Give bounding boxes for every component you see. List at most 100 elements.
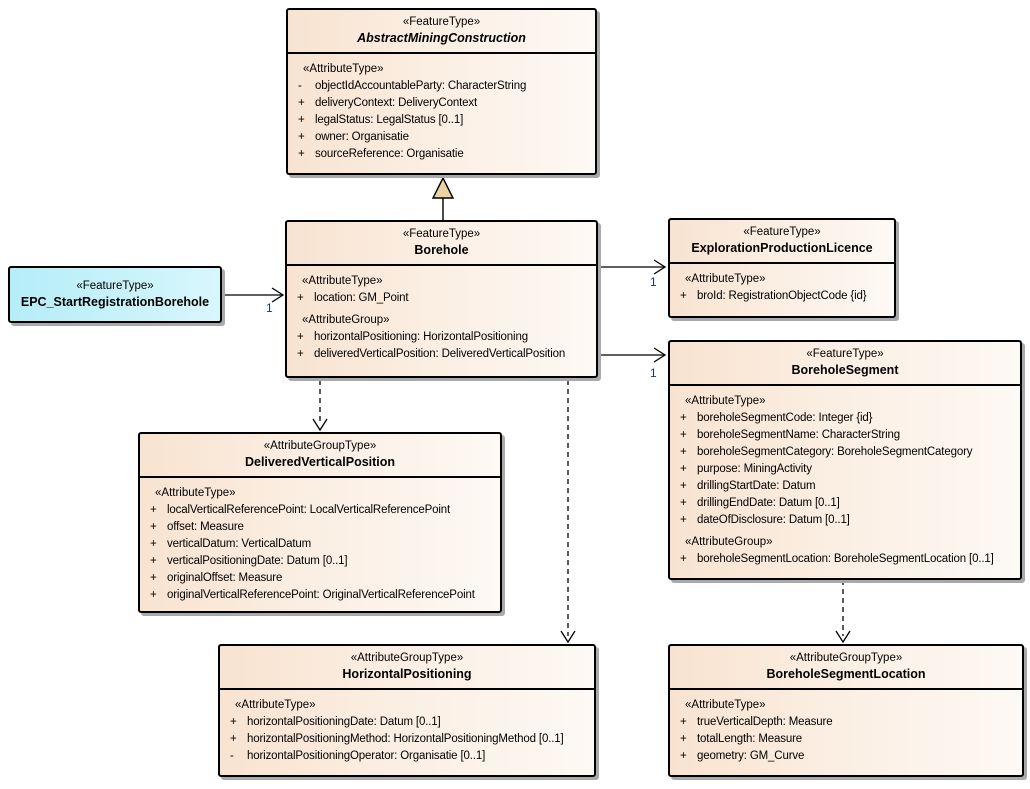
class-header: «FeatureType» EPC_StartRegistrationBoreh… [10,279,220,311]
attribute-text: geometry: GM_Curve [697,750,805,762]
class-name: BoreholeSegmentLocation [766,667,926,681]
stereotype-label: «FeatureType» [806,348,884,360]
visibility-sign: + [680,716,687,728]
class-header: «FeatureType» AbstractMiningConstruction [288,10,595,54]
attribute-row: + localVerticalReferencePoint: LocalVerti… [143,502,497,519]
attribute-row: + originalOffset: Measure [143,570,497,587]
visibility-sign: + [680,497,687,509]
attribute-row: -horizontalPositioningOperator: Organisa… [223,748,591,765]
class-header: «AttributeGroupType» HorizontalPositioni… [220,646,594,690]
attribute-row: +deliveryContext: DeliveryContext [291,95,592,112]
attribute-text: horizontalPositioningDate: Datum [0..1] [247,716,441,728]
section-header: «AttributeType» [302,275,383,287]
attribute-text: objectIdAccountableParty: CharacterStrin… [315,80,527,92]
class-box-borehole-segment[interactable]: «FeatureType» BoreholeSegment «Attribute… [668,340,1022,580]
section-header: «AttributeType» [155,487,236,499]
attribute-text: localVerticalReferencePoint: LocalVertic… [167,504,451,516]
visibility-sign: + [297,348,304,360]
section-header: «AttributeGroup» [302,314,390,326]
visibility-sign: + [680,514,687,526]
visibility-sign: + [680,463,687,475]
class-box-borehole[interactable]: «FeatureType» Borehole «AttributeType» +… [285,220,598,378]
attribute-row: +legalStatus: LegalStatus [0..1] [291,112,592,129]
visibility-sign: + [298,148,305,160]
stereotype-label: «AttributeGroupType» [789,652,903,664]
visibility-sign: + [150,504,157,516]
class-header: «AttributeGroupType» BoreholeSegmentLoca… [670,646,1022,690]
multiplicity-epc-to-borehole: 1 [266,301,273,315]
attribute-row: +purpose: MiningActivity [673,461,1017,478]
attribute-row: +verticalDatum: VerticalDatum [143,536,497,553]
attribute-row: +owner: Organisatie [291,129,592,146]
visibility-sign: + [230,716,237,728]
attribute-compartment: «AttributeType» +broId: RegistrationObje… [670,264,894,308]
class-box-horizontal-positioning[interactable]: «AttributeGroupType» HorizontalPositioni… [218,644,596,777]
visibility-sign: + [150,572,157,584]
class-box-abstract-mining-construction[interactable]: «FeatureType» AbstractMiningConstruction… [286,8,597,175]
visibility-sign: + [150,555,157,567]
attribute-row: + verticalPositioningDate: Datum [0..1] [143,553,497,570]
attribute-text: legalStatus: LegalStatus [0..1] [315,114,464,126]
section-header: «AttributeType» [685,699,766,711]
section-header: «AttributeGroup» [685,536,773,548]
attribute-row: +horizontalPositioning: HorizontalPositi… [290,329,593,346]
visibility-sign: + [298,131,305,143]
attribute-row: +drillingStartDate: Datum [673,478,1017,495]
class-name: DeliveredVerticalPosition [244,455,396,469]
attribute-text: horizontalPositioning: HorizontalPositio… [314,331,528,343]
attribute-row: +sourceReference: Organisatie [291,146,592,163]
class-name: EPC_StartRegistrationBorehole [20,294,210,309]
class-name: Borehole [414,243,469,257]
attribute-text: boreholeSegmentName: CharacterString [697,429,900,441]
attribute-text: verticalPositioningDate: Datum [0..1] [167,555,348,567]
class-header: «FeatureType» Borehole [287,222,596,266]
dependency-borehole-to-deliveredverticalposition [312,380,328,432]
attribute-row: +offset: Measure [143,519,497,536]
association-borehole-to-licence [598,259,667,275]
stereotype-label: «FeatureType» [76,279,154,292]
attribute-row: + drillingEndDate: Datum [0..1] [673,495,1017,512]
attribute-row: + trueVerticalDepth: Measure [673,714,1019,731]
visibility-sign: + [680,446,687,458]
attribute-row: +location: GM_Point [290,290,593,307]
attribute-row: - objectIdAccountableParty: CharacterStri… [291,78,592,95]
class-header: «FeatureType» BoreholeSegment [670,342,1020,386]
class-box-epc-start-registration-borehole[interactable]: «FeatureType» EPC_StartRegistrationBoreh… [8,266,222,323]
class-name: ExplorationProductionLicence [691,241,873,255]
attribute-text: boreholeSegmentCategory: BoreholeSegment… [697,446,973,458]
attribute-text: deliveryContext: DeliveryContext [315,97,478,109]
attribute-text: originalVerticalReferencePoint: Original… [167,589,475,601]
attribute-row: +dateOfDisclosure: Datum [0..1] [673,512,1017,529]
attribute-row: + horizontalPositioningDate: Datum [0..1] [223,714,591,731]
attribute-text: drillingEndDate: Datum [0..1] [697,497,840,509]
attribute-row: +boreholeSegmentName: CharacterString [673,427,1017,444]
attribute-text: totalLength: Measure [697,733,803,745]
association-borehole-to-segment [598,347,667,363]
visibility-sign: + [150,589,157,601]
section-header: «AttributeType» [685,273,766,285]
visibility-sign: + [150,538,157,550]
section-header: «AttributeType» [303,63,384,75]
visibility-sign: + [297,292,304,304]
visibility-sign: - [230,750,234,762]
attribute-row: +deliveredVerticalPosition: DeliveredVer… [290,346,593,363]
attribute-text: boreholeSegmentLocation: BoreholeSegment… [697,553,994,565]
attribute-text: boreholeSegmentCode: Integer {id} [697,412,873,424]
attribute-text: originalOffset: Measure [167,572,283,584]
visibility-sign: - [298,80,302,92]
attribute-compartment: «AttributeType» +location: GM_Point «Att… [287,266,596,366]
attribute-text: trueVerticalDepth: Measure [697,716,833,728]
attribute-text: drillingStartDate: Datum [697,480,816,492]
class-box-exploration-production-licence[interactable]: «FeatureType» ExplorationProductionLicen… [668,218,896,318]
stereotype-label: «AttributeGroupType» [263,440,377,452]
class-box-borehole-segment-location[interactable]: «AttributeGroupType» BoreholeSegmentLoca… [668,644,1024,777]
dependency-borehole-to-horizontalpositioning [560,380,576,644]
dependency-segment-to-segmentlocation [835,580,851,644]
visibility-sign: + [680,750,687,762]
association-epc-to-borehole [222,287,285,303]
visibility-sign: + [680,290,687,302]
attribute-compartment: «AttributeType» +horizontalPositioningDa… [220,690,594,768]
class-box-delivered-vertical-position[interactable]: «AttributeGroupType» DeliveredVerticalPo… [138,432,502,613]
attribute-text: horizontalPositioningMethod: HorizontalP… [247,733,564,745]
visibility-sign: + [680,733,687,745]
